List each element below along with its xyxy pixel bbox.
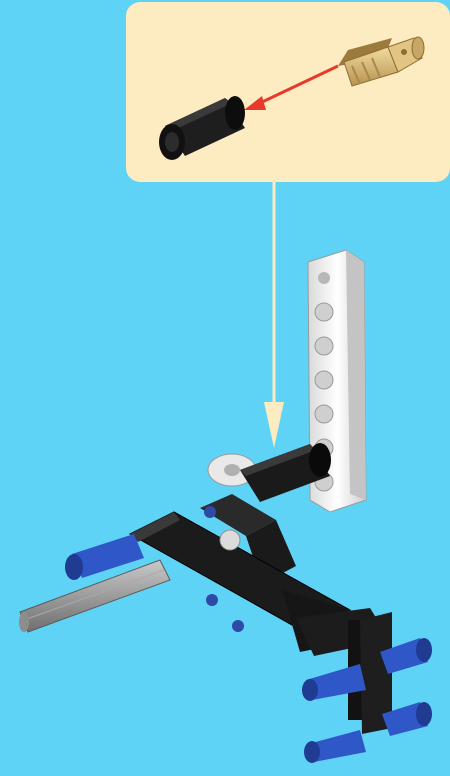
red-insert-arrow (244, 66, 338, 110)
black-long-peg (159, 96, 245, 160)
black-liftarm-frame (130, 494, 392, 734)
callout-attach-arrow (264, 182, 284, 448)
tan-axle-connector-pin (338, 37, 424, 86)
